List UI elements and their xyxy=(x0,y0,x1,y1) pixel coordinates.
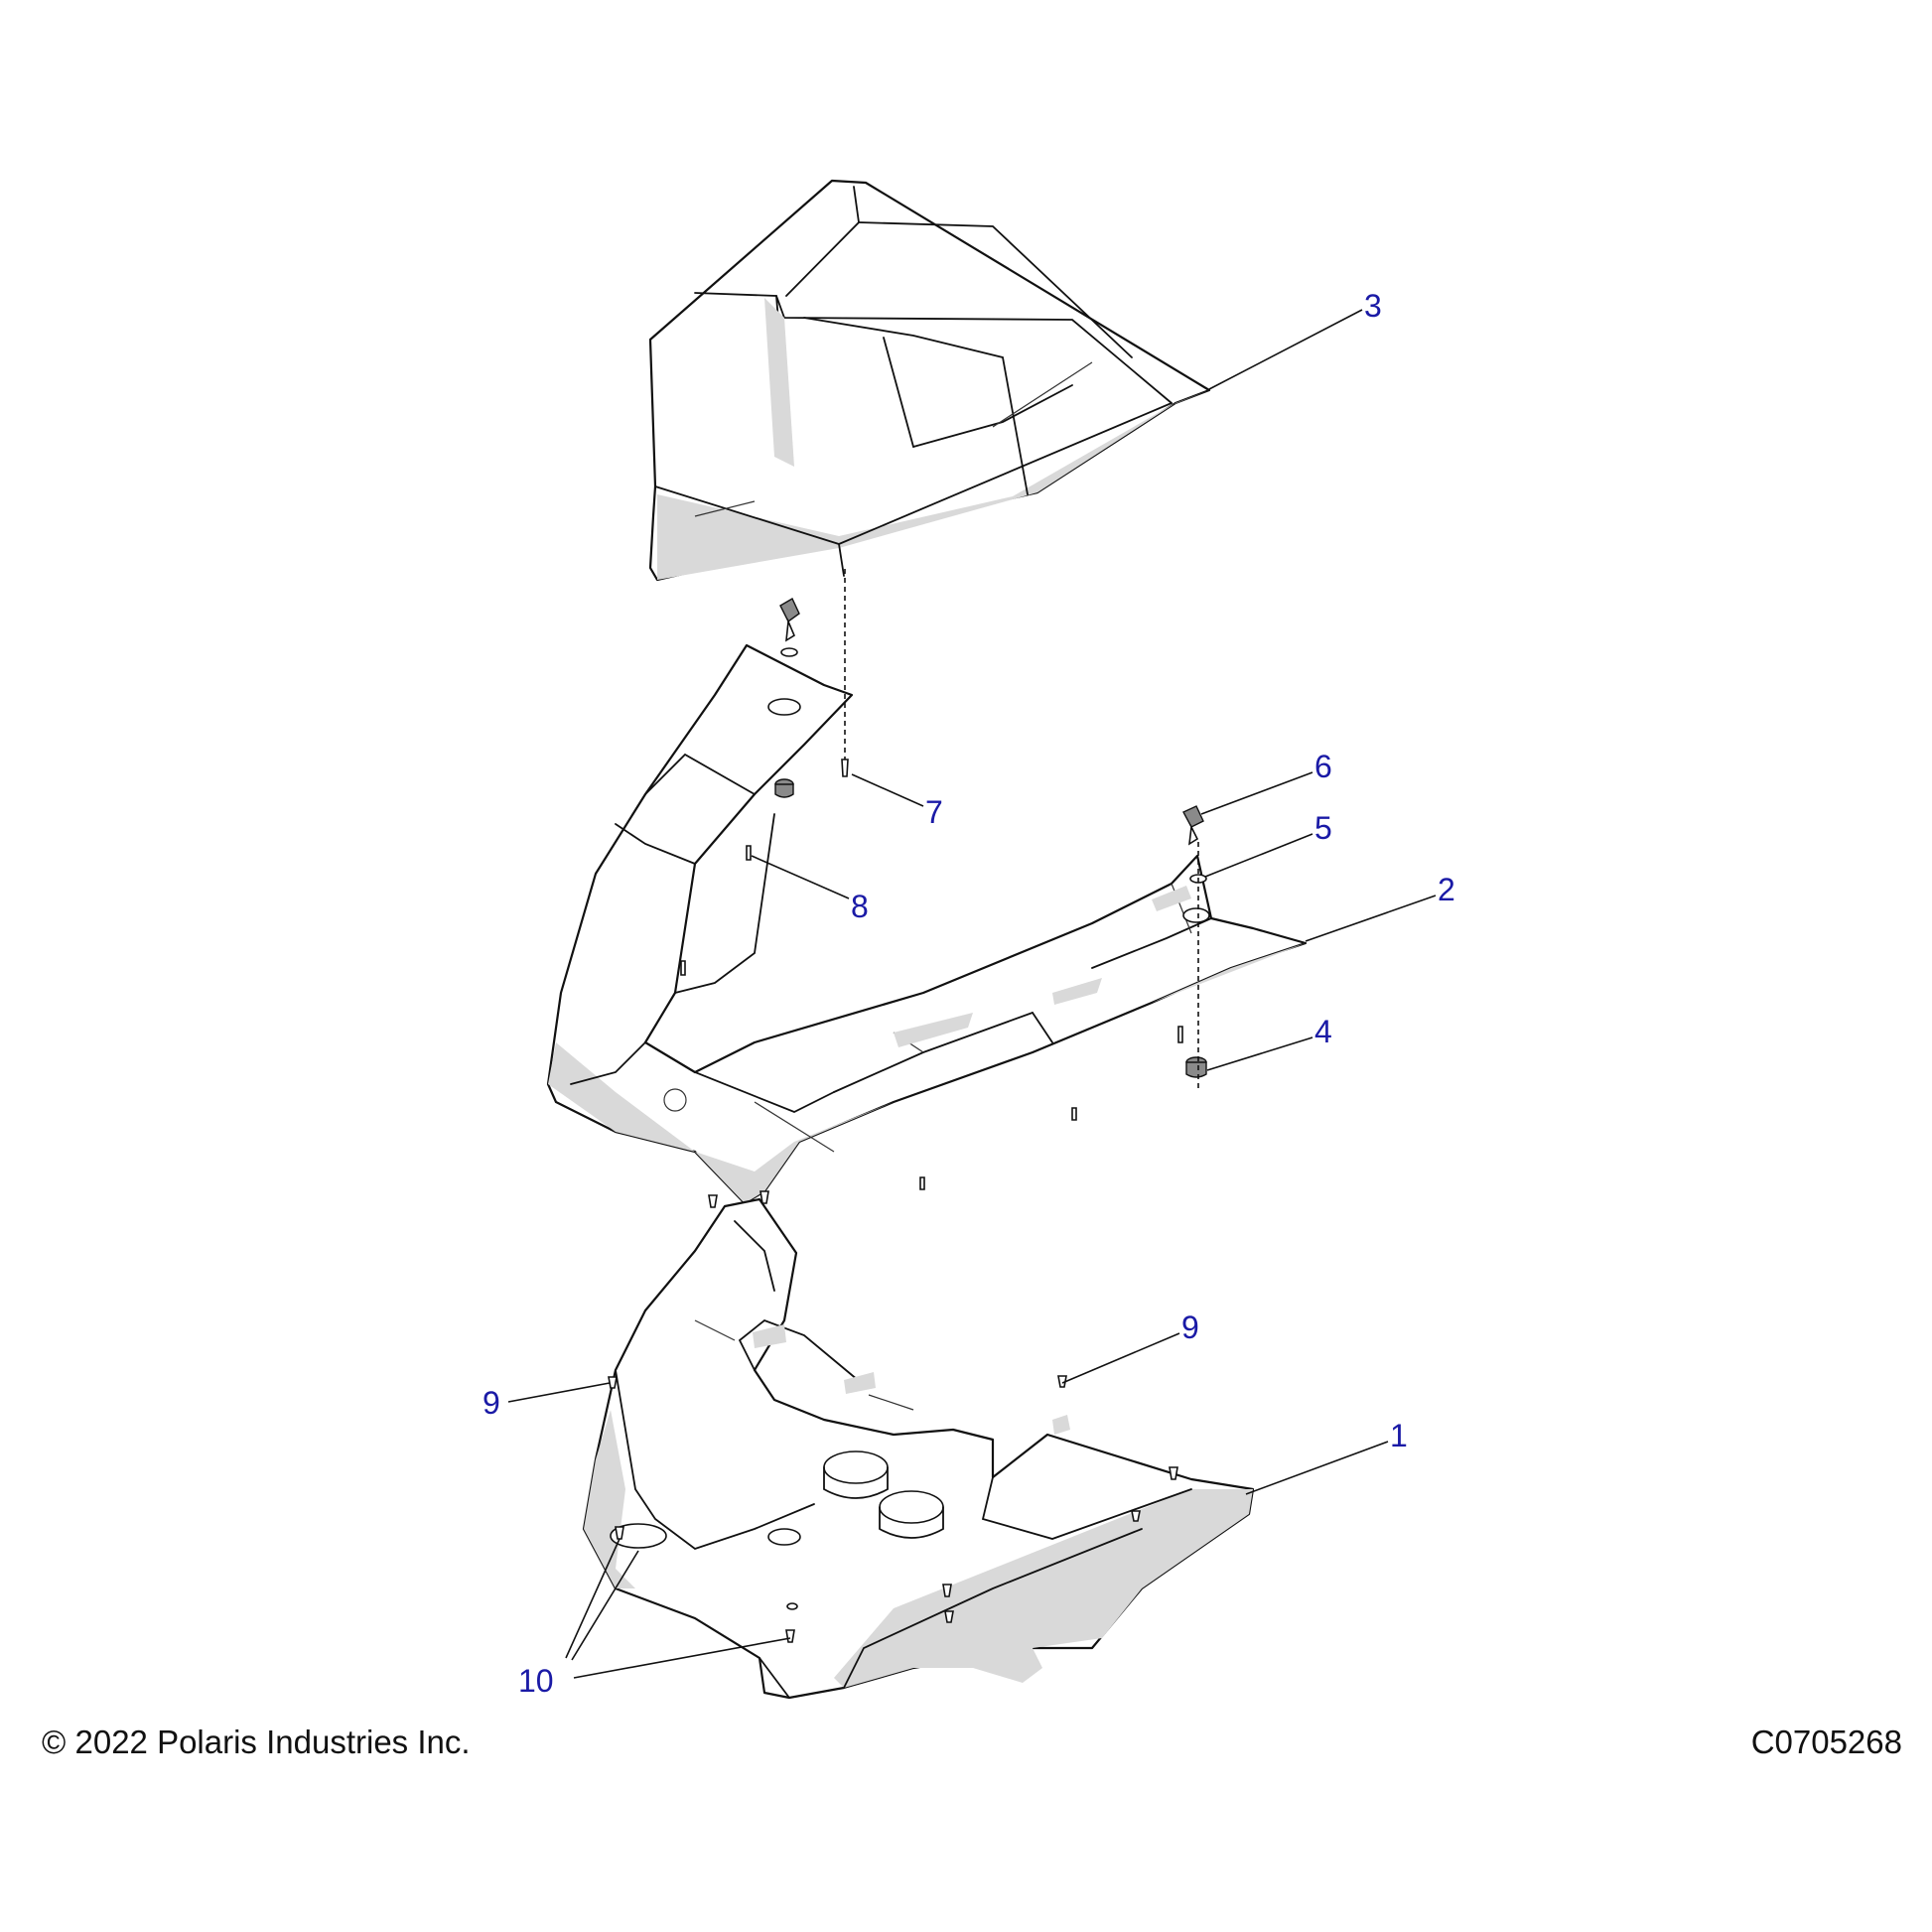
part-3-hood xyxy=(648,179,1211,582)
grommet-icon xyxy=(1185,1056,1207,1078)
leader-6 xyxy=(1200,771,1313,815)
latch-upper-icon xyxy=(779,598,800,657)
hardware xyxy=(608,598,1207,1643)
callout-labels: 3 6 7 5 2 8 4 9 9 1 10 xyxy=(483,288,1455,1699)
grommet-dash-icon xyxy=(774,778,794,798)
leader-3 xyxy=(1208,309,1363,390)
leader-2 xyxy=(1305,895,1437,942)
callout-6: 6 xyxy=(1314,749,1332,784)
callout-10: 10 xyxy=(518,1663,554,1699)
leader-9b xyxy=(1061,1332,1180,1384)
callout-7: 7 xyxy=(925,794,943,830)
leader-10c xyxy=(573,1637,791,1679)
screws xyxy=(608,759,1183,1643)
leader-8 xyxy=(751,855,850,899)
leader-7 xyxy=(851,773,924,807)
callout-5: 5 xyxy=(1314,810,1332,846)
part-2-dash-panel xyxy=(546,643,1308,1205)
part-1-floor-tub xyxy=(582,1197,1255,1700)
callout-2: 2 xyxy=(1438,872,1455,907)
callout-9b: 9 xyxy=(1181,1310,1199,1345)
leader-5 xyxy=(1204,833,1313,878)
leader-9a xyxy=(507,1382,611,1403)
callout-4: 4 xyxy=(1314,1014,1332,1049)
assembly-lines xyxy=(844,569,1199,1092)
cupholders xyxy=(823,1450,944,1539)
copyright-text: © 2022 Polaris Industries Inc. xyxy=(42,1724,471,1760)
drawing-number: C0705268 xyxy=(1750,1724,1902,1760)
callout-8: 8 xyxy=(851,889,869,924)
callout-1: 1 xyxy=(1390,1418,1408,1453)
latch-right-icon xyxy=(1182,805,1204,846)
callout-9a: 9 xyxy=(483,1385,500,1421)
leader-lines xyxy=(507,309,1437,1679)
leader-1 xyxy=(1245,1441,1389,1495)
callout-3: 3 xyxy=(1364,288,1382,324)
leader-10b xyxy=(571,1550,639,1661)
leader-4 xyxy=(1206,1036,1313,1071)
leader-10a xyxy=(565,1538,621,1659)
